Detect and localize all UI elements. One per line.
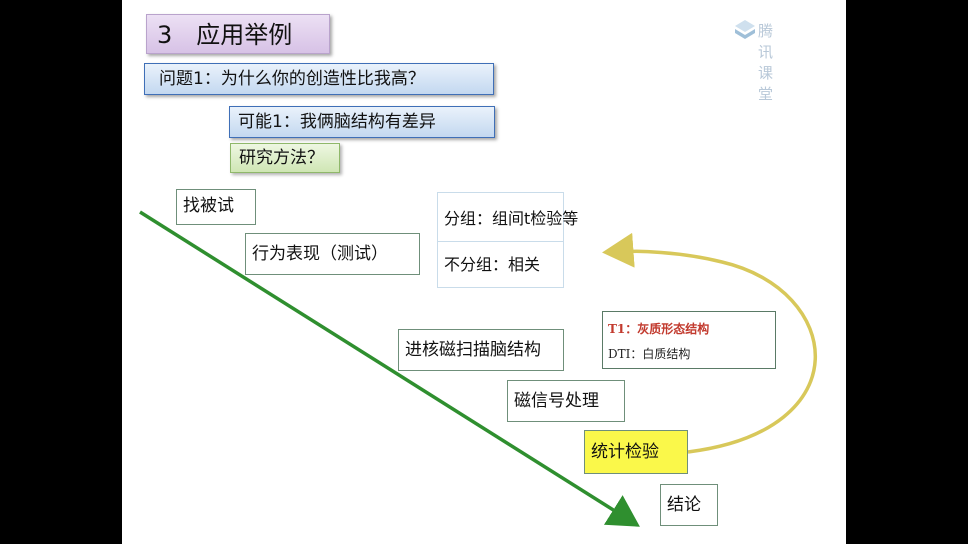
process-arrow <box>139 210 640 527</box>
step-signal-processing: 磁信号处理 <box>507 380 625 422</box>
method-label-box: 研究方法？ <box>230 143 340 173</box>
scan-dti: DTI：白质结构 <box>608 347 691 361</box>
tencent-classroom-logo: 腾讯课堂 <box>734 19 773 103</box>
possibility-box: 可能1：我俩脑结构有差异 <box>229 106 495 138</box>
step-statistical-test: 统计检验 <box>584 430 688 474</box>
scan-t1: T1：灰质形态结构 <box>608 322 710 336</box>
step-mri-scan: 进核磁扫描脑结构 <box>398 329 564 371</box>
scan-types-box: T1：灰质形态结构 DTI：白质结构 <box>602 311 776 369</box>
slide-title: 3 应用举例 <box>146 14 330 54</box>
step-behavior-test: 行为表现（测试） <box>245 233 420 275</box>
method-grouped: 分组：组间t检验等 <box>444 209 579 228</box>
arrows-layer <box>139 210 817 527</box>
analysis-methods-box: 分组：组间t检验等 不分组：相关 <box>437 192 578 288</box>
method-correlation: 不分组：相关 <box>444 255 541 274</box>
slide: 3 应用举例 腾讯课堂 问题1：为什么你的创造性比我高？ 可能1：我俩脑结构有差… <box>122 0 846 544</box>
logo-text: 腾讯课堂 <box>758 22 774 103</box>
step-recruit-subjects: 找被试 <box>176 189 256 225</box>
logo-icon <box>735 20 755 39</box>
methods-divider <box>438 241 563 242</box>
step-conclusion: 结论 <box>660 484 718 526</box>
question-box: 问题1：为什么你的创造性比我高？ <box>144 63 494 95</box>
feedback-arrow <box>602 232 817 454</box>
